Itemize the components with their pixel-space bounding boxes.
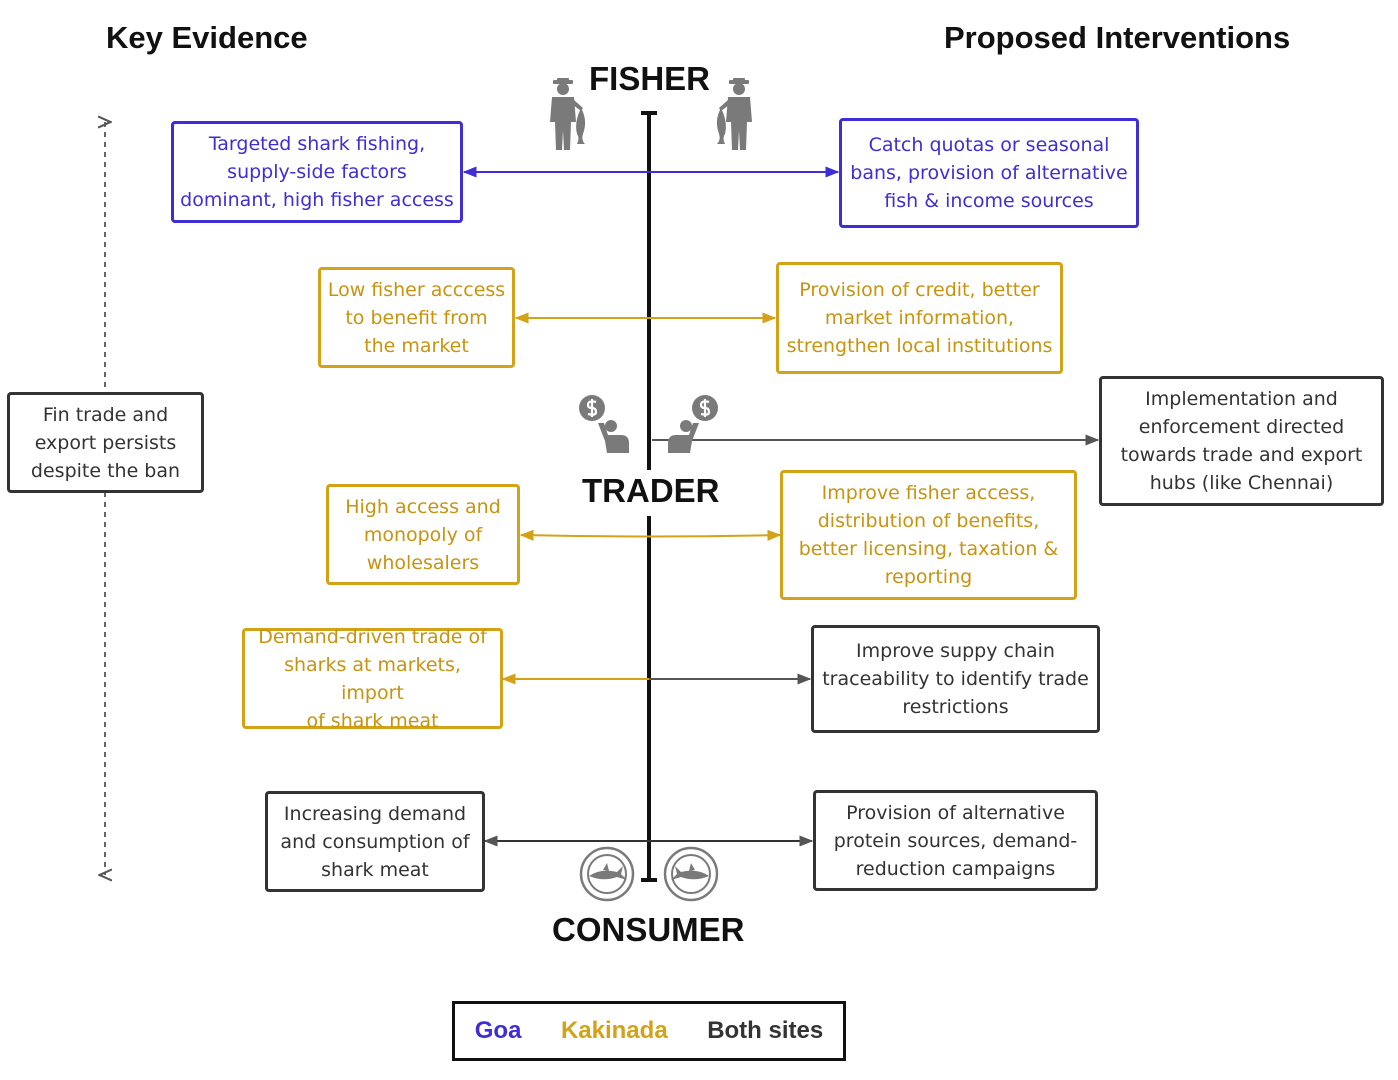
evidence-line: export persists [34, 431, 177, 454]
evidence-line: Increasing demand [283, 802, 467, 825]
proposed-interventions-heading: Proposed Interventions [944, 20, 1291, 55]
evidence-line: wholesalers [366, 551, 480, 574]
intervention-line: Provision of credit, better [799, 279, 1040, 301]
intervention-consumer-both: Provision of alternative protein sources… [813, 790, 1098, 891]
trader-with-dollar-icon [579, 395, 629, 453]
fisher-holding-fish-icon [550, 78, 586, 150]
intervention-line: towards trade and export [1120, 444, 1363, 466]
stage-trader: TRADER [582, 472, 720, 509]
connector-trader-kakinada [519, 529, 782, 541]
intervention-line: distribution of benefits, [817, 510, 1040, 532]
intervention-line: protein sources, demand- [833, 829, 1078, 852]
intervention-line: Improve fisher access, [821, 482, 1036, 504]
key-evidence-heading: Key Evidence [106, 20, 308, 55]
trader-with-dollar-icon [668, 395, 718, 453]
evidence-line: Targeted shark fishing, [208, 133, 426, 155]
evidence-line: Fin trade and [42, 403, 169, 426]
intervention-line: reporting [884, 566, 973, 588]
intervention-line: fish & income sources [884, 190, 1094, 212]
stage-consumer: CONSUMER [552, 911, 745, 948]
evidence-line: of shark meat [306, 709, 439, 732]
evidence-line: despite the ban [30, 459, 181, 482]
evidence-line: sharks at markets, import [284, 653, 461, 704]
intervention-line: Provision of alternative [846, 801, 1065, 824]
legend: Goa Kakinada Both sites [452, 1001, 846, 1061]
evidence-line: to benefit from [345, 306, 488, 329]
shark-plate-icon [579, 846, 635, 902]
stage-fisher: FISHER [589, 60, 711, 97]
fisher-holding-fish-icon [716, 78, 752, 150]
evidence-line: monopoly of [363, 523, 483, 546]
evidence-line: High access and [345, 495, 501, 518]
intervention-market-both: Improve suppy chain traceability to iden… [811, 625, 1100, 733]
intervention-fisher-kakinada: Provision of credit, better market infor… [776, 262, 1063, 374]
intervention-line: Catch quotas or seasonal [868, 134, 1110, 156]
intervention-fisher-goa: Catch quotas or seasonal bans, provision… [839, 118, 1139, 228]
evidence-market-kakinada: Demand-driven trade of sharks at markets… [242, 626, 503, 732]
intervention-line: traceability to identify trade [822, 668, 1089, 690]
shark-plate-icon [663, 846, 719, 902]
intervention-line: hubs (like Chennai) [1149, 472, 1334, 494]
evidence-line: dominant, high fisher access [180, 189, 454, 211]
intervention-line: market information, [824, 307, 1015, 329]
legend-kakinada: Kakinada [560, 1017, 668, 1044]
evidence-line: Low fisher acccess [327, 278, 506, 301]
evidence-consumer-both: Increasing demand and consumption of sha… [265, 791, 485, 892]
evidence-line: supply-side factors [227, 161, 407, 183]
evidence-line: Demand-driven trade of [258, 625, 487, 648]
evidence-line: the market [364, 334, 469, 357]
evidence-line: and consumption of [280, 830, 470, 853]
evidence-fisher-goa: Targeted shark fishing, supply-side fact… [171, 121, 463, 223]
intervention-trader-kakinada: Improve fisher access, distribution of b… [780, 470, 1077, 600]
intervention-line: restrictions [902, 696, 1009, 718]
intervention-line: strengthen local institutions [786, 335, 1053, 357]
evidence-fisher-kakinada: Low fisher acccess to benefit from the m… [318, 267, 515, 368]
evidence-line: shark meat [321, 858, 429, 881]
legend-goa: Goa [474, 1017, 522, 1044]
intervention-line: Improve suppy chain [856, 640, 1055, 662]
intervention-line: enforcement directed [1138, 416, 1345, 438]
intervention-line: bans, provision of alternative [850, 162, 1128, 184]
evidence-fin-trade-both: Fin trade and export persists despite th… [7, 392, 204, 493]
intervention-line: Implementation and [1145, 388, 1338, 410]
intervention-line: better licensing, taxation & [798, 538, 1059, 560]
intervention-trade-hubs-both: Implementation and enforcement directed … [1099, 376, 1384, 506]
evidence-trader-kakinada: High access and monopoly of wholesalers [326, 484, 520, 585]
intervention-line: reduction campaigns [855, 857, 1056, 880]
legend-both-sites: Both sites [707, 1017, 824, 1044]
